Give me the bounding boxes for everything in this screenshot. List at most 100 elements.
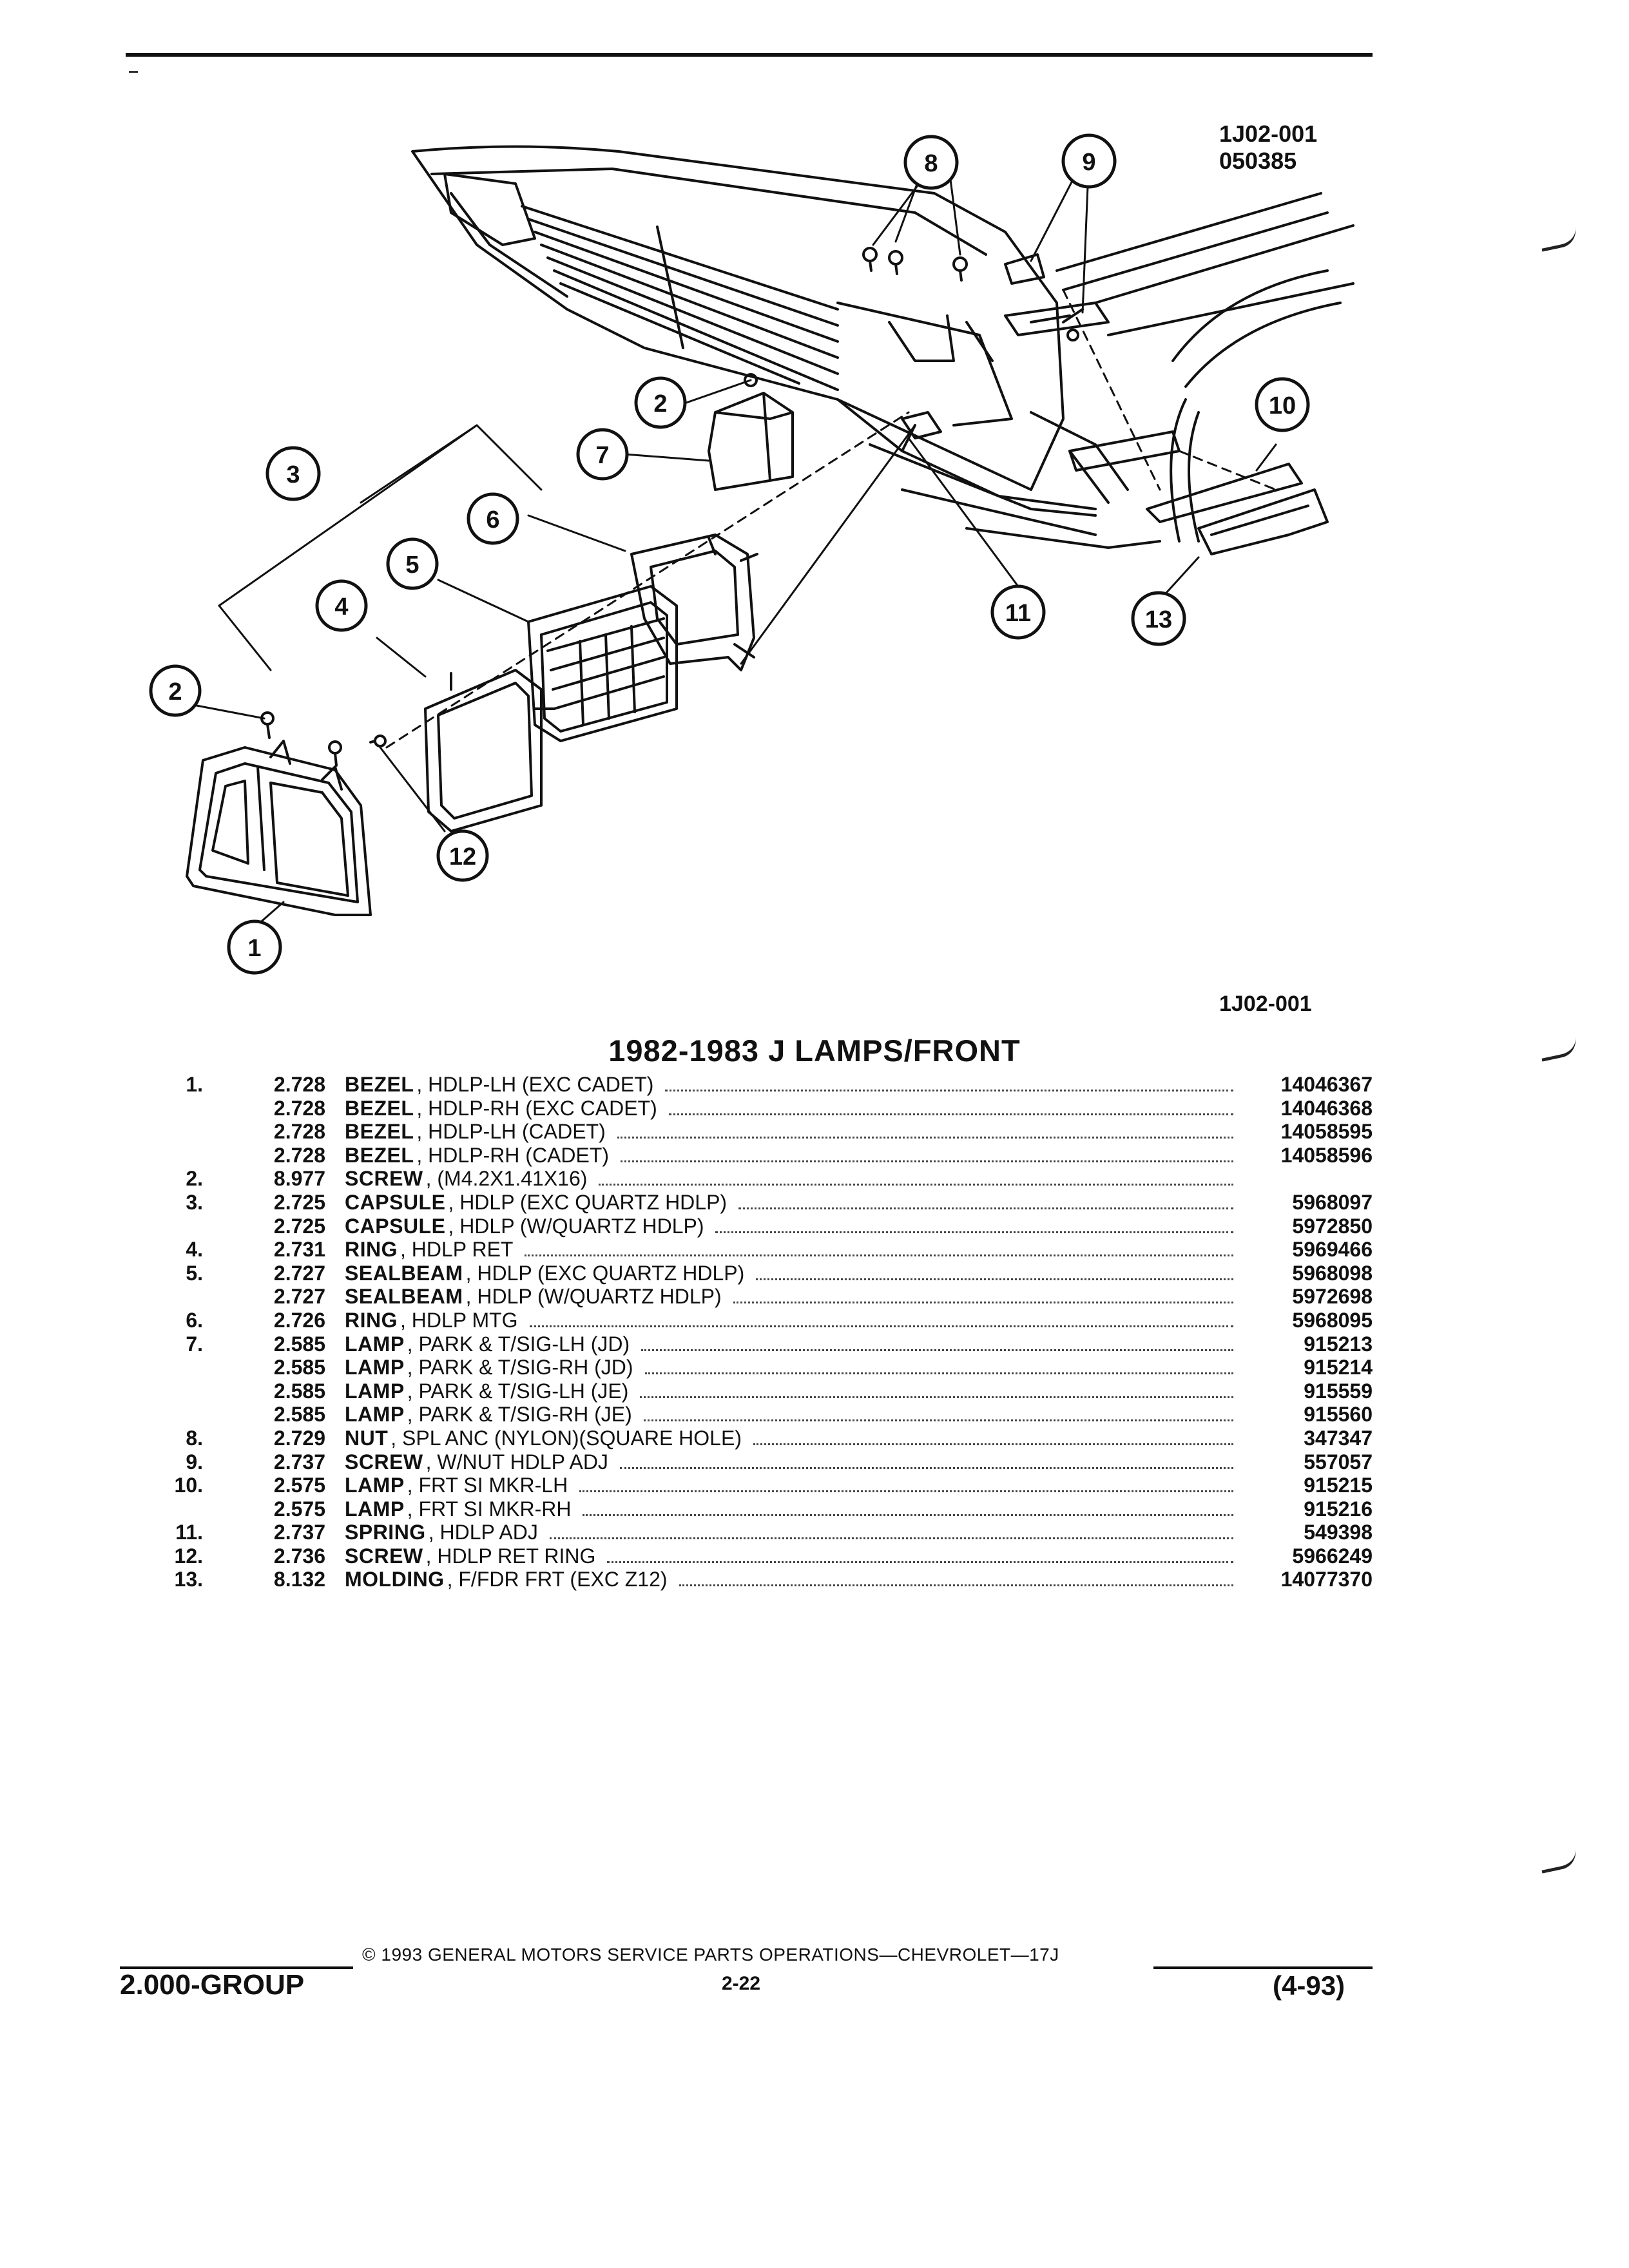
part-description: BEZEL, HDLP-RH (CADET): [345, 1144, 1244, 1168]
dot-leader: [617, 1137, 1233, 1139]
dot-leader: [607, 1561, 1233, 1563]
page-number: 2-22: [722, 1973, 761, 1994]
group-number: 2.737: [273, 1450, 325, 1474]
callout-label: 5: [405, 552, 419, 579]
part-qualifier: , HDLP (EXC QUARTZ HDLP): [448, 1190, 728, 1214]
item-number: 12.: [174, 1544, 203, 1568]
item-number: 13.: [174, 1568, 203, 1591]
part-description: RING, HDLP MTG: [345, 1309, 1244, 1332]
group-number: 2.728: [273, 1073, 325, 1096]
group-number: 2.727: [273, 1261, 325, 1285]
dot-leader: [644, 1372, 1233, 1375]
part-qualifier: , PARK & T/SIG-RH (JD): [407, 1356, 633, 1379]
part-description: LAMP, FRT SI MKR-RH: [345, 1497, 1244, 1521]
part-number: 14058595: [1280, 1120, 1373, 1144]
part-number: 14077370: [1280, 1568, 1373, 1591]
group-number: 2.727: [273, 1285, 325, 1309]
revision-date: (4-93): [1273, 1970, 1345, 2001]
item-number: 6.: [186, 1308, 203, 1332]
top-rule: [126, 53, 1373, 57]
group-number: 8.132: [273, 1568, 325, 1591]
callout-label: 1: [247, 935, 261, 962]
group-number: 2.731: [273, 1238, 325, 1262]
part-noun: CAPSULE: [345, 1214, 446, 1238]
footer-group: 2.000-GROUP: [120, 1969, 305, 2001]
figure-code-bottom: 1J02-001: [1219, 992, 1312, 1016]
part-qualifier: , (M4.2X1.41X16): [425, 1167, 588, 1191]
part-description: SCREW, HDLP RET RING: [345, 1544, 1244, 1568]
exploded-diagram: 1 2 2 3 4 5 6 7 8 9 10 11 12 13: [149, 133, 1354, 975]
part-qualifier: , HDLP-LH (CADET): [416, 1120, 606, 1144]
front-fascia-drawing: [411, 145, 1161, 549]
group-number: 2.729: [273, 1426, 325, 1450]
part-noun: MOLDING: [345, 1568, 445, 1591]
part-qualifier: , HDLP RET: [400, 1238, 514, 1262]
part-noun: LAMP: [345, 1474, 405, 1497]
callout-markers: [149, 133, 1310, 975]
callout-label: 6: [486, 506, 499, 533]
part-qualifier: , PARK & T/SIG-RH (JE): [407, 1403, 632, 1427]
part-noun: CAPSULE: [345, 1190, 446, 1214]
part-qualifier: , HDLP-RH (CADET): [416, 1143, 610, 1167]
dot-leader: [643, 1419, 1233, 1422]
group-number: 2.725: [273, 1214, 325, 1238]
group-number: 2.725: [273, 1190, 325, 1214]
part-description: SEALBEAM, HDLP (EXC QUARTZ HDLP): [345, 1262, 1244, 1285]
item-number: 11.: [175, 1521, 203, 1544]
part-noun: SCREW: [345, 1167, 423, 1191]
part-number: 5969466: [1292, 1238, 1373, 1262]
part-qualifier: , HDLP (EXC QUARTZ HDLP): [465, 1261, 745, 1285]
group-number: 2.575: [273, 1474, 325, 1497]
dot-leader: [668, 1113, 1233, 1115]
dot-leader: [599, 1184, 1233, 1186]
part-number: 5968098: [1292, 1261, 1373, 1285]
part-number: 915559: [1304, 1379, 1373, 1403]
dot-leader: [753, 1443, 1233, 1445]
part-noun: SCREW: [345, 1450, 423, 1474]
part-noun: SEALBEAM: [345, 1261, 463, 1285]
callout-6: [467, 492, 519, 545]
part-qualifier: , HDLP (W/QUARTZ HDLP): [448, 1214, 704, 1238]
part-description: BEZEL, HDLP-RH (EXC CADET): [345, 1097, 1244, 1120]
part-noun: LAMP: [345, 1356, 405, 1379]
callout-label: 9: [1082, 149, 1095, 176]
park-lamp-drawing: [708, 392, 794, 491]
part-number: 14046368: [1280, 1096, 1373, 1120]
part-noun: SCREW: [345, 1544, 423, 1568]
callout-9: [1061, 133, 1117, 189]
callout-12: [436, 829, 489, 882]
part-description: SPRING, HDLP ADJ: [345, 1521, 1244, 1544]
margin-mark: [1538, 1849, 1579, 1874]
callout-5: [386, 537, 439, 590]
leader-lines: [195, 153, 1277, 948]
callout-label: 11: [1005, 600, 1031, 627]
item-number: 8.: [186, 1426, 203, 1450]
group-number: 2.737: [273, 1521, 325, 1544]
section-title: 1982-1983 J LAMPS/FRONT: [608, 1033, 1021, 1068]
part-description: SCREW, W/NUT HDLP ADJ: [345, 1450, 1244, 1474]
part-noun: NUT: [345, 1426, 389, 1450]
callout-label: 8: [924, 150, 938, 177]
callout-3: [265, 446, 321, 501]
part-qualifier: , FRT SI MKR-RH: [407, 1497, 572, 1521]
part-qualifier: , HDLP-LH (EXC CADET): [416, 1073, 654, 1096]
part-qualifier: , HDLP RET RING: [425, 1544, 596, 1568]
callout-label: 2: [168, 678, 182, 706]
item-number: 7.: [186, 1332, 203, 1356]
callout-11: [990, 584, 1046, 640]
part-number: 557057: [1304, 1450, 1373, 1474]
group-number: 2.728: [273, 1120, 325, 1144]
group-number: 2.728: [273, 1096, 325, 1120]
footer-rule-right: [1153, 1966, 1373, 1969]
part-qualifier: , W/NUT HDLP ADJ: [425, 1450, 608, 1474]
